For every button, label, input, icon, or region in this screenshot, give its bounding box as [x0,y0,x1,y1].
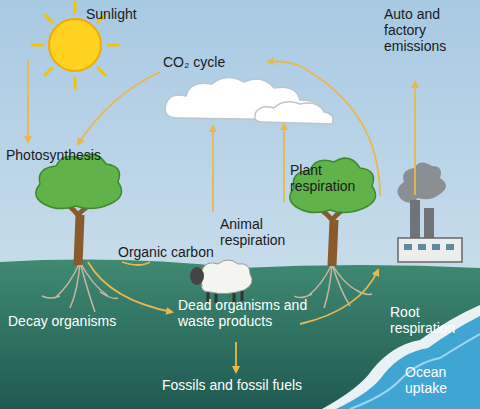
sheep [190,260,252,303]
label: Auto and factory emissions [384,6,464,54]
label: Root respiration [390,304,476,336]
label: CO₂ cycle [163,54,225,70]
ocean [322,305,480,409]
label: Ocean uptake [405,364,475,396]
label: Dead organisms and waste products [178,297,328,329]
label: Organic carbon [118,244,214,260]
label: Decay organisms [8,313,116,329]
tree [290,158,376,266]
label: Photosynthesis [6,147,101,163]
ground [0,260,480,409]
cloud [165,77,333,124]
factory [397,162,462,262]
label: Plant respiration [290,162,372,194]
label: Animal respiration [220,216,292,248]
label: Fossils and fossil fuels [162,377,302,393]
label: Sunlight [86,6,137,22]
tree [36,154,122,265]
